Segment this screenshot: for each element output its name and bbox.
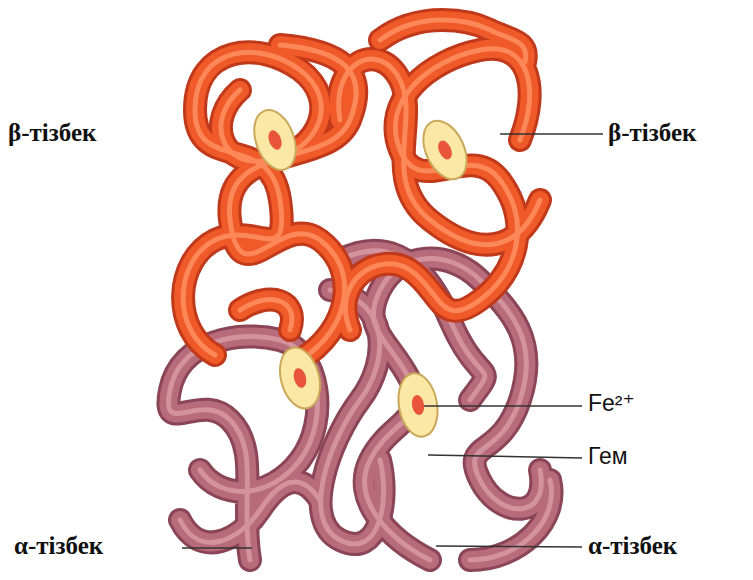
beta-chains [183,20,540,360]
part-label: α-тізбек [14,531,103,561]
heme-groups [247,104,476,439]
part-label: β-тізбек [8,118,96,148]
part-label: α-тізбек [588,531,677,561]
part-label: Fe²⁺ [588,390,635,418]
part-label: Гем [588,443,628,471]
leader-lines [182,134,603,548]
part-label: β-тізбек [608,118,696,148]
